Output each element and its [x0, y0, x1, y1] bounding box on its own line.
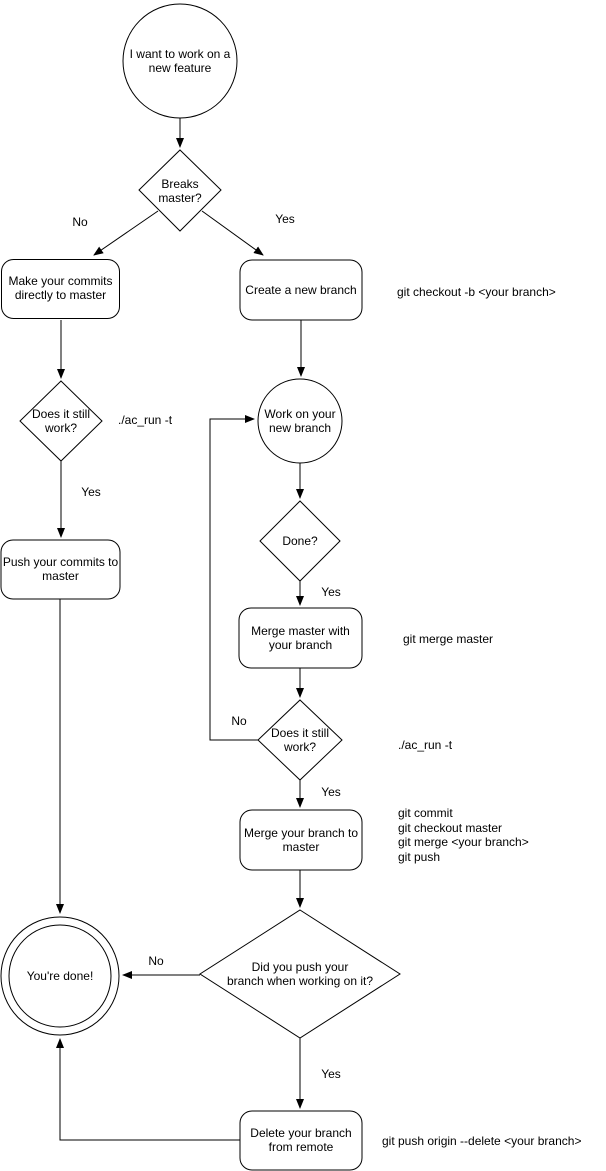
- node-merge-branch-label: Merge your branch to master: [243, 826, 359, 854]
- node-done-circle-label: You're done!: [26, 969, 94, 983]
- node-done-q-label: Done?: [282, 534, 318, 548]
- node-did-push-label: Did you push your branch when working on…: [226, 960, 374, 988]
- node-breaks-master-label: Breaks master?: [158, 177, 202, 205]
- annotation-merge-push-cmds: git commit git checkout master git merge…: [398, 806, 529, 864]
- edge-label-breaks-yes: Yes: [265, 212, 305, 226]
- node-done-q-diamond: [259, 500, 341, 582]
- edge-label-done-q-yes: Yes: [311, 585, 351, 599]
- edge-breaks-no-to-make-commits: [93, 210, 159, 256]
- node-still-work-1-diamond: [19, 380, 103, 462]
- edge-label-did-push-yes: Yes: [311, 1067, 351, 1081]
- node-make-commits-rect: [1, 259, 120, 319]
- node-start-circle: [122, 3, 238, 119]
- node-still-work-2-diamond: [257, 699, 343, 781]
- node-push-commits-label: Push your commits to master: [2, 555, 119, 583]
- node-create-branch-rect: [239, 259, 363, 321]
- node-start-label: I want to work on a new feature: [129, 47, 231, 75]
- annotation-delete-remote-cmd: git push origin --delete <your branch>: [382, 1134, 582, 1148]
- edge-label-still-work-1-yes: Yes: [71, 485, 111, 499]
- edge-label-still-work-2-no: No: [219, 714, 259, 728]
- edge-breaks-yes-to-create-branch: [201, 210, 264, 256]
- node-merge-master-rect: [238, 607, 363, 669]
- node-breaks-master-diamond: [138, 149, 222, 232]
- annotation-ac-run-1: ./ac_run -t: [118, 413, 173, 427]
- node-delete-branch-rect: [239, 1110, 363, 1171]
- node-still-work-2-label: Does it still work?: [270, 726, 329, 754]
- node-done-circle-inner: [8, 924, 112, 1028]
- node-push-commits-rect: [0, 539, 121, 600]
- edge-delete-branch-to-done-circle: [56, 1038, 240, 1141]
- node-merge-master-label: Merge master with your branch: [251, 624, 350, 652]
- node-work-branch-label: Work on your new branch: [264, 407, 336, 435]
- node-did-push-diamond: [199, 909, 401, 1039]
- annotation-checkout-cmd: git checkout -b <your branch>: [397, 285, 556, 299]
- edge-label-still-work-2-yes: Yes: [311, 785, 351, 799]
- edge-label-did-push-no: No: [136, 954, 176, 968]
- node-make-commits-label: Make your commits directly to master: [8, 274, 113, 302]
- node-still-work-1-label: Does it still work?: [31, 407, 90, 435]
- edge-label-breaks-no: No: [60, 215, 100, 229]
- edge-still-work-2-no-loop-to-work-branch: [209, 415, 258, 741]
- annotation-ac-run-2: ./ac_run -t: [398, 738, 453, 752]
- node-create-branch-label: Create a new branch: [245, 283, 357, 297]
- node-work-branch-circle: [257, 378, 343, 464]
- node-merge-branch-rect: [239, 809, 363, 871]
- annotation-merge-master-cmd: git merge master: [403, 632, 494, 646]
- node-delete-branch-label: Delete your branch from remote: [250, 1126, 352, 1154]
